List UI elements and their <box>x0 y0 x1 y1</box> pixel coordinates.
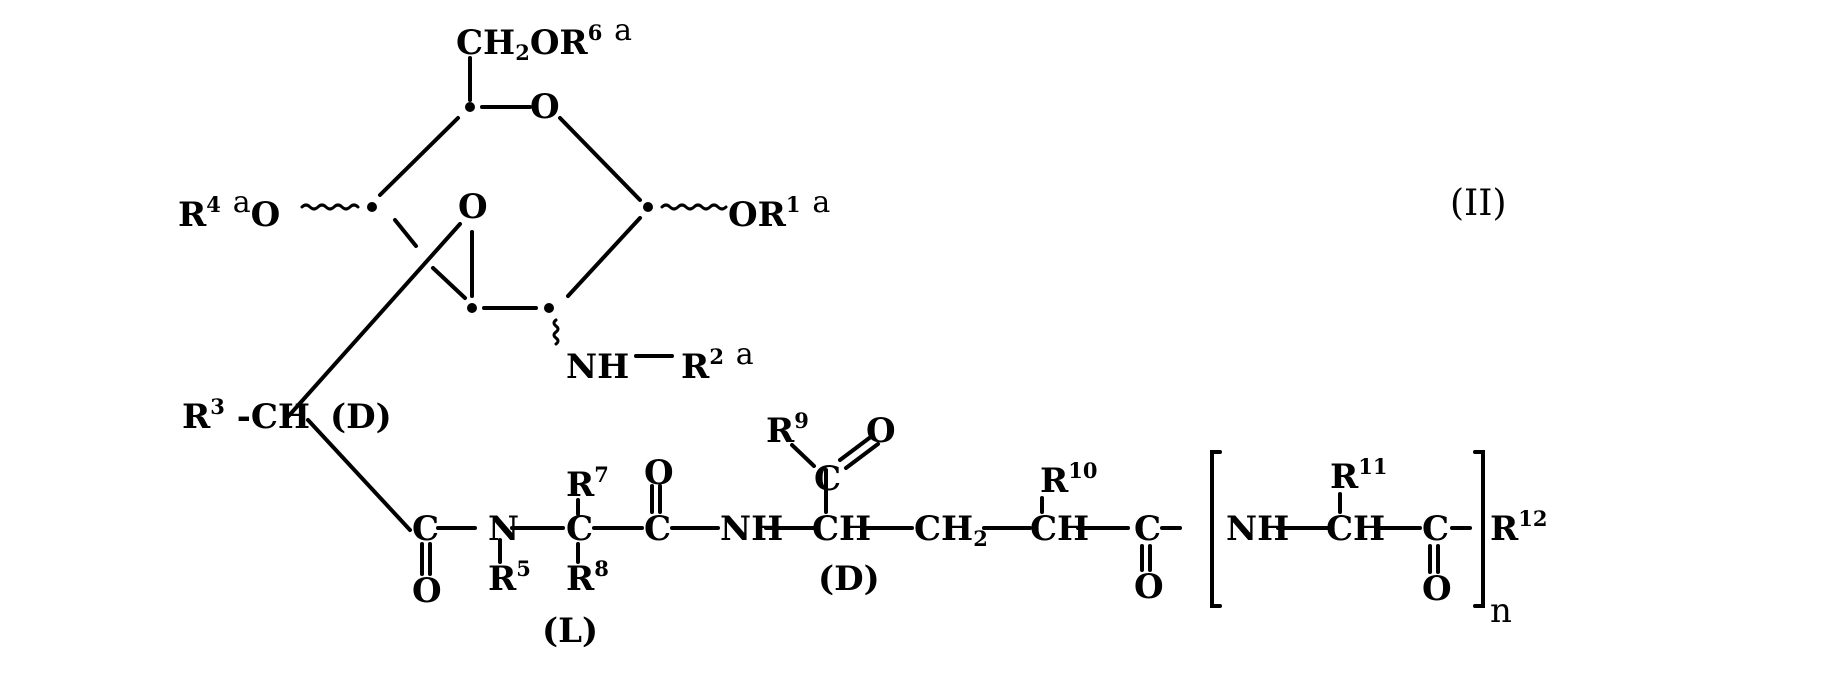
amide-n: N <box>488 509 520 549</box>
ch-r10: CH <box>1030 509 1090 549</box>
superscript-7: 7 <box>594 462 609 487</box>
r-text: R <box>182 397 211 437</box>
carbonyl-1-c: C <box>412 509 440 549</box>
dash-text: - <box>236 397 251 437</box>
repeat-c: C <box>1422 509 1450 549</box>
r8-label: R8 <box>566 558 609 599</box>
config-l: (L) <box>542 611 599 651</box>
formula-number-text: (II) <box>1450 183 1507 224</box>
or-text: OR <box>529 23 588 63</box>
or-text: OR <box>728 195 786 235</box>
carbonyl-1-o: O <box>412 571 442 611</box>
o-text: O <box>250 195 281 235</box>
superscript-1: 1 <box>785 192 801 217</box>
suffix-a: a <box>614 13 633 48</box>
r-text: R <box>178 195 207 235</box>
r-text: R <box>1330 457 1359 497</box>
ch-text: CH <box>914 509 974 549</box>
r9-carbonyl-o: O <box>866 411 896 451</box>
superscript-10: 10 <box>1068 458 1098 483</box>
subscript-2: 2 <box>973 526 988 551</box>
config-d: (D) <box>818 559 880 599</box>
superscript-5: 5 <box>516 556 531 581</box>
subscript-2: 2 <box>515 40 530 65</box>
c1-or1a-label: OR1 a <box>728 185 831 235</box>
repeat-ch: CH <box>1326 509 1386 549</box>
r5-label: R5 <box>488 558 531 599</box>
r-text: R <box>1490 509 1519 549</box>
superscript-2: 2 <box>709 344 724 369</box>
carbonyl-3-c: C <box>1134 509 1162 549</box>
ring-oxygen-label: O <box>530 87 560 127</box>
r-text: R <box>1040 461 1069 501</box>
superscript-11: 11 <box>1358 454 1388 479</box>
r9-carbonyl-c: C <box>814 459 842 499</box>
r9-label: R9 <box>766 410 809 451</box>
superscript-6: 6 <box>587 20 603 45</box>
repeat-nh: NH <box>1226 509 1290 549</box>
r-text: R <box>681 347 710 387</box>
nh-text: NH <box>566 347 630 387</box>
c6-ch2or6a-label: CH2OR6 a <box>456 13 633 64</box>
superscript-3: 3 <box>210 394 225 419</box>
carbonyl-3-o: O <box>1134 567 1164 607</box>
carbonyl-2-c: C <box>644 509 672 549</box>
carbonyl-2-o: O <box>644 453 674 493</box>
superscript-4: 4 <box>206 192 221 217</box>
suffix-a: a <box>812 185 831 220</box>
r10-label: R10 <box>1040 460 1098 501</box>
repeat-subscript-n: n <box>1490 591 1512 631</box>
formula-number: (II) <box>1450 186 1507 222</box>
r-text: R <box>566 559 595 599</box>
ch-text: CH <box>250 397 311 437</box>
r12-label: R12 <box>1490 508 1548 549</box>
superscript-8: 8 <box>594 556 609 581</box>
lactyl-config-d: (D) <box>330 397 392 437</box>
r11-label: R11 <box>1330 456 1388 497</box>
alpha-carbon: C <box>566 509 594 549</box>
ch-d: CH <box>812 509 872 549</box>
r-text: R <box>488 559 517 599</box>
suffix-a: a <box>735 337 754 372</box>
superscript-9: 9 <box>794 408 809 433</box>
c2-nh-r2a-label: NH R2 a <box>566 337 754 387</box>
r7-label: R7 <box>566 464 609 505</box>
lactyl-r3-ch-label: R3 -CH <box>182 396 311 437</box>
c3-oxygen-label: O <box>458 187 488 227</box>
superscript-12: 12 <box>1518 506 1548 531</box>
ch2-label: CH2 <box>914 509 988 549</box>
suffix-a: a <box>232 185 251 220</box>
ch-text: CH <box>456 23 516 63</box>
r-text: R <box>766 411 795 451</box>
nh-1: NH <box>720 509 784 549</box>
r-text: R <box>566 465 595 505</box>
repeat-o: O <box>1422 569 1452 609</box>
c4-r4ao-label: R4 aO <box>178 185 281 235</box>
